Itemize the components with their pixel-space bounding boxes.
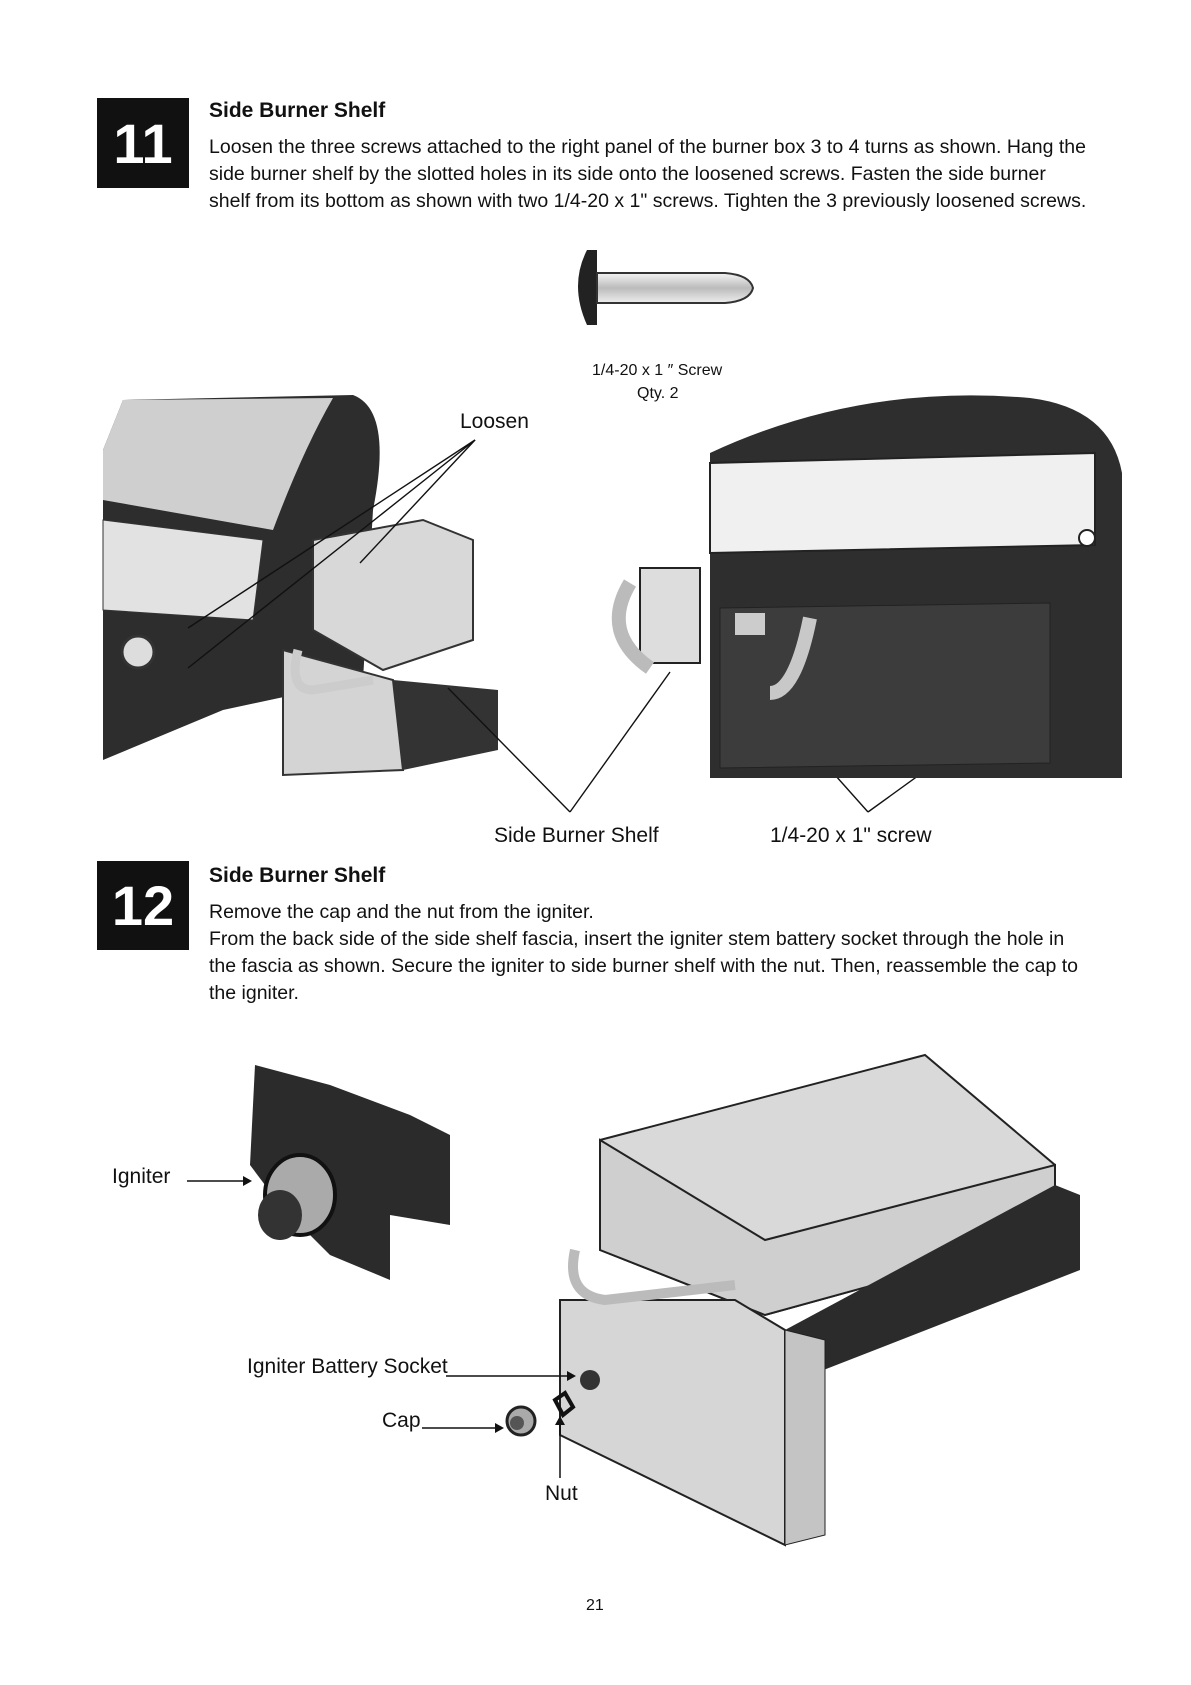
screw-callout: 1/4-20 x 1" screw <box>770 824 932 847</box>
step-11-number: 11 <box>113 111 173 175</box>
step-12-instructions-line1: Remove the cap and the nut from the igni… <box>209 901 594 923</box>
step-11-title: Side Burner Shelf <box>209 99 386 122</box>
grill-side-shelf-illustration <box>102 395 498 777</box>
igniter-illustration <box>250 1065 450 1280</box>
screw-illustration <box>578 250 755 325</box>
step-12-instructions-line2: From the back side of the side shelf fas… <box>209 928 1078 1004</box>
step-12-badge: 12 <box>97 861 189 950</box>
step-12-number: 12 <box>111 874 175 937</box>
page-number: 21 <box>586 1597 604 1614</box>
step-12-title: Side Burner Shelf <box>209 864 386 887</box>
igniter-label: Igniter <box>112 1165 171 1188</box>
screw-size-label: 1/4-20 x 1 ″ Screw <box>592 362 723 379</box>
side-burner-shelf-assembly-illustration <box>552 1053 1080 1547</box>
screw-quantity-label: Qty. 2 <box>637 385 679 402</box>
cap-illustration <box>505 1405 537 1437</box>
step-11-badge: 11 <box>97 98 189 188</box>
battery-socket-label: Igniter Battery Socket <box>247 1355 448 1378</box>
loosen-label: Loosen <box>460 410 529 433</box>
shelf-bottom-view-illustration <box>611 395 1122 778</box>
cap-label: Cap <box>382 1409 421 1432</box>
side-burner-shelf-callout: Side Burner Shelf <box>494 824 659 847</box>
step-11-instructions: Loosen the three screws attached to the … <box>209 136 1087 212</box>
nut-label: Nut <box>545 1482 578 1505</box>
